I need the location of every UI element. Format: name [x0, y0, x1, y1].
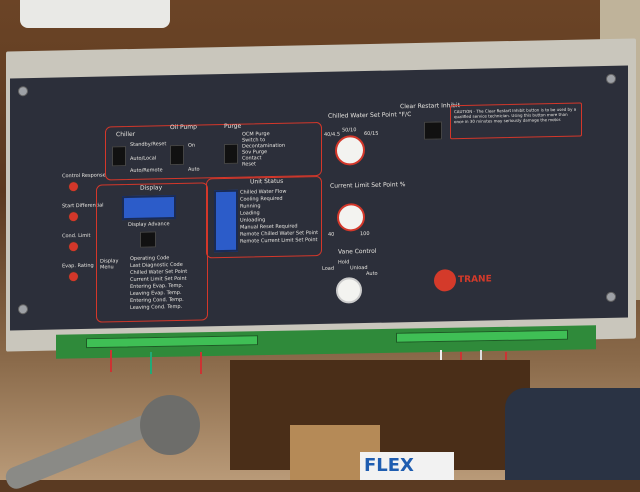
purge-option-6: Reset: [242, 161, 256, 168]
table: [230, 360, 530, 470]
cond-limit-knob[interactable]: [68, 241, 79, 253]
display-item: Operating Code: [130, 255, 170, 262]
chw-scale-low: 40/4.5: [324, 131, 340, 138]
status-indicator-column: [214, 189, 238, 253]
chiller-standby-label: Standby/Reset: [130, 141, 167, 148]
screw-icon: [18, 86, 28, 97]
start-differential-knob[interactable]: [68, 211, 79, 223]
chiller-auto-remote-label: Auto/Remote: [130, 167, 163, 174]
current-limit-knob[interactable]: [337, 203, 365, 232]
control-response-knob[interactable]: [68, 181, 79, 193]
chw-setpoint-label: Chilled Water Set Point °F/C: [328, 111, 412, 120]
chiller-auto-local-label: Auto/Local: [130, 155, 157, 162]
purge-switch[interactable]: [224, 143, 238, 164]
status-item: Cooling Required: [240, 195, 283, 203]
vacuum-hose: [0, 385, 230, 492]
control-response-label: Control Response: [62, 172, 106, 180]
status-item: Unloading: [240, 217, 266, 224]
trane-logo-text: TRANE: [458, 274, 492, 286]
trane-logo-icon: [434, 269, 456, 292]
status-item: Chilled Water Flow: [240, 188, 287, 196]
vane-control-label: Vane Control: [338, 247, 377, 256]
terminal-block: [396, 329, 568, 343]
wire: [150, 352, 152, 374]
display-label: Display: [140, 184, 163, 192]
control-panel: Control Response Start Differential Cond…: [10, 65, 628, 331]
display-item: Last Diagnostic Code: [130, 261, 183, 269]
hose-joint: [140, 395, 200, 455]
person-leg: [505, 388, 640, 480]
display-side-label-2: Menu: [100, 264, 114, 271]
cl-scale-low: 40: [328, 231, 335, 238]
status-item: Running: [240, 203, 261, 210]
clear-restart-button[interactable]: [424, 121, 442, 140]
display-advance-button[interactable]: [140, 231, 156, 248]
oil-pump-switch[interactable]: [170, 144, 184, 166]
cond-limit-label: Cond. Limit: [62, 232, 91, 240]
unit-status-label: Unit Status: [250, 177, 284, 186]
terminal-block: [86, 335, 258, 349]
vane-load-label: Load: [322, 265, 334, 272]
screw-icon: [18, 304, 28, 315]
display-item: Entering Cond. Temp.: [130, 296, 184, 304]
chw-scale-high: 60/15: [364, 130, 379, 138]
wire: [200, 352, 202, 374]
display-item: Entering Evap. Temp.: [130, 282, 184, 290]
screw-icon: [606, 291, 616, 302]
status-item: Manual Reset Required: [240, 223, 298, 231]
evap-rating-label: Evap. Rating: [62, 262, 94, 270]
chw-setpoint-knob[interactable]: [335, 135, 365, 166]
display-item: Leaving Evap. Temp.: [130, 289, 182, 297]
vane-unload-label: Unload: [350, 264, 368, 272]
display-screen: [122, 194, 176, 221]
oil-pump-auto-label: Auto: [188, 166, 200, 173]
chw-scale-mid: 50/10: [342, 127, 357, 134]
wire: [110, 350, 112, 372]
screw-icon: [606, 73, 616, 84]
display-item: Leaving Cond. Temp.: [130, 303, 183, 311]
display-advance-label: Display Advance: [128, 221, 170, 229]
vane-control-knob[interactable]: [336, 277, 362, 304]
status-item: Loading: [240, 210, 260, 217]
cl-scale-high: 100: [360, 230, 370, 238]
chiller-label: Chiller: [116, 130, 136, 139]
oil-pump-on-label: On: [188, 142, 196, 149]
caution-text: CAUTION - The Clear Restart Inhibit butt…: [454, 106, 577, 125]
display-item: Current Limit Set Point: [130, 275, 187, 283]
white-box: [20, 0, 170, 28]
display-item: Chilled Water Set Point: [130, 268, 188, 276]
vane-hold-label: Hold: [338, 259, 350, 266]
current-limit-label: Current Limit Set Point %: [330, 181, 406, 190]
chiller-switch[interactable]: [112, 146, 126, 167]
flex-box-label: FLEX: [360, 452, 454, 480]
evap-rating-knob[interactable]: [68, 271, 79, 283]
purge-label: Purge: [224, 122, 242, 130]
oil-pump-label: Oil Pump: [170, 123, 197, 132]
vane-auto-label: Auto: [366, 270, 378, 278]
